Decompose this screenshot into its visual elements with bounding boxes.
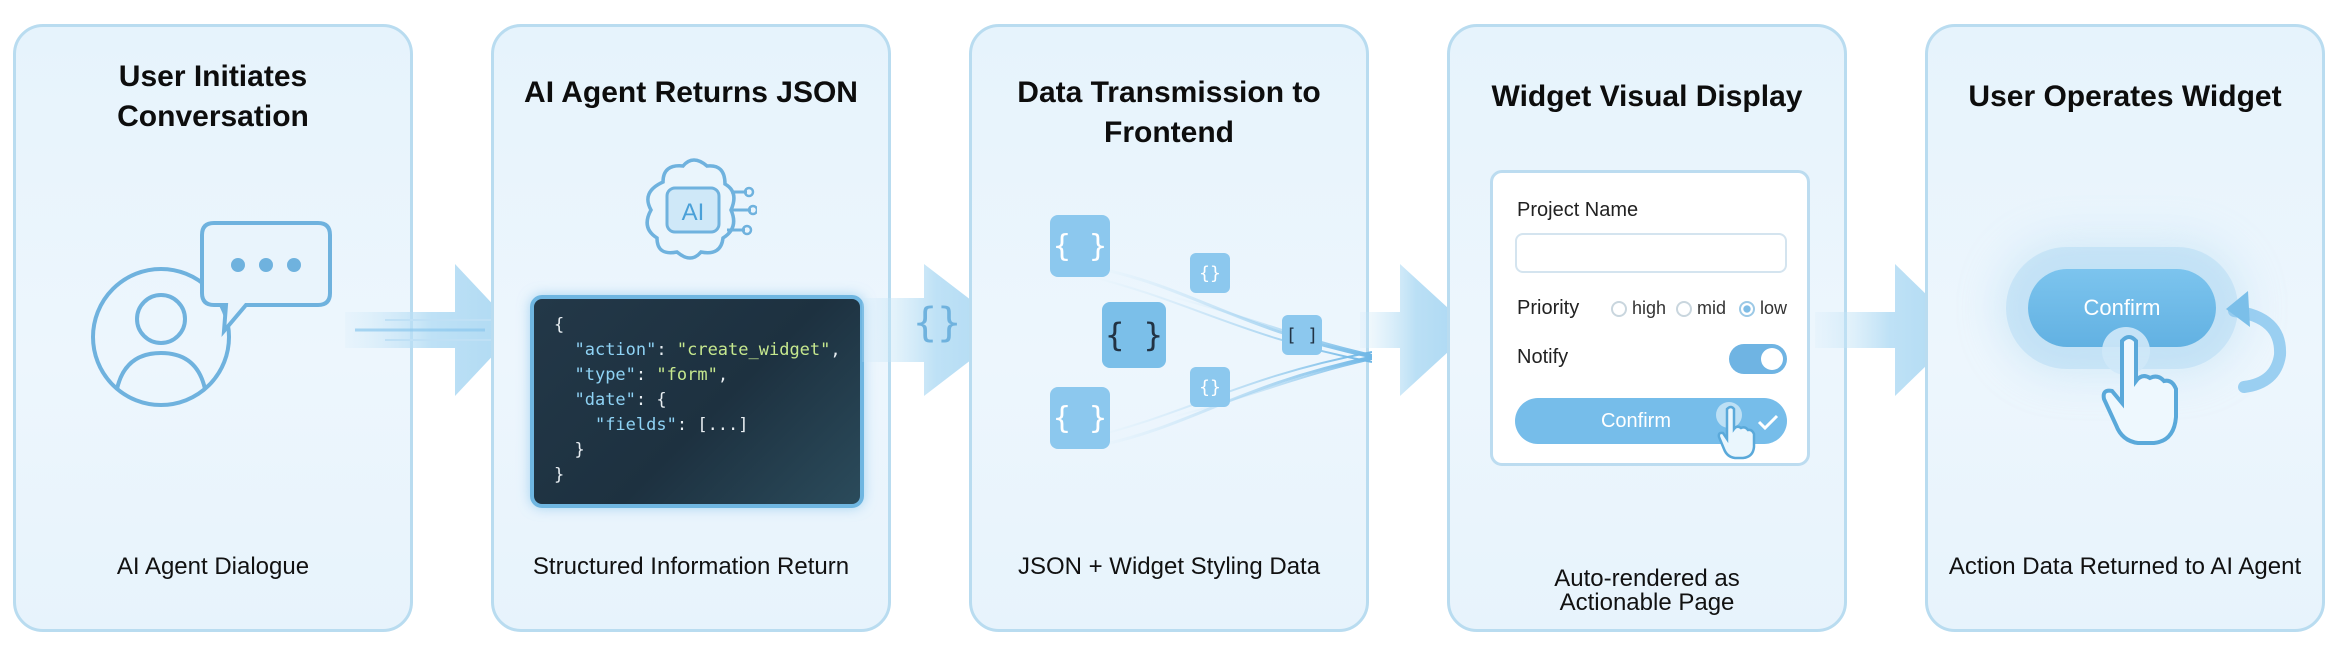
flow-arrow-1: [345, 264, 517, 396]
form-confirm-label: Confirm: [1600, 409, 1671, 432]
project-name-input[interactable]: [1515, 233, 1787, 273]
step-panel-2: AI Agent Returns JSON AI { "action": "cr…: [491, 24, 891, 632]
priority-option-high[interactable]: high: [1611, 298, 1666, 319]
notify-toggle[interactable]: [1729, 344, 1787, 374]
hand-pointer-icon: [1716, 402, 1756, 460]
chat-bubble-icon: [200, 221, 332, 338]
json-code-block: { "action": "create_widget", "type": "fo…: [530, 295, 864, 508]
priority-option-mid[interactable]: mid: [1676, 298, 1726, 319]
form-confirm-button[interactable]: Confirm: [1515, 398, 1787, 444]
code-action-key: "action": [574, 340, 657, 360]
priority-option-low[interactable]: low: [1739, 298, 1787, 319]
small-bracket-middle: [ ]: [1282, 315, 1322, 355]
code-fields-key: "fields": [594, 415, 677, 435]
step-panel-5: User Operates Widget Confirm Action Data…: [1925, 24, 2325, 632]
code-close: }: [554, 465, 565, 485]
step-4-caption: Auto-rendered as Actionable Page: [1554, 565, 1740, 616]
checkmark-icon: [1757, 414, 1779, 431]
radio-icon: [1676, 300, 1692, 317]
flow-arrow-3: [1360, 264, 1472, 396]
step-3-title: Data Transmission to Frontend: [1017, 76, 1321, 149]
project-name-label: Project Name: [1517, 199, 1639, 221]
small-brace-top: {}: [1190, 253, 1230, 293]
small-brace-bottom: {}: [1190, 367, 1230, 407]
brace-block-middle: { }: [1102, 302, 1166, 368]
step-1-title: User Initiates Conversation: [117, 60, 309, 133]
hand-pointer-icon: [2101, 327, 2178, 445]
radio-selected-icon: [1739, 300, 1755, 317]
user-icon: [91, 267, 231, 407]
brace-block-bottom: { }: [1050, 387, 1110, 449]
operate-confirm-label: Confirm: [2083, 295, 2161, 320]
widget-form-card: Project Name Priority high mid low Notif…: [1490, 170, 1810, 466]
step-3-caption: JSON + Widget Styling Data: [1017, 553, 1321, 580]
step-2-title: AI Agent Returns JSON: [524, 76, 858, 109]
brace-block-top: { }: [1050, 215, 1110, 277]
step-5-caption: Action Data Returned to AI Agent: [1948, 553, 2302, 580]
priority-high-label: high: [1632, 298, 1667, 318]
step-4-title: Widget Visual Display: [1491, 80, 1803, 113]
code-action-value: "create_widget": [676, 340, 831, 360]
code-type-value: "form": [656, 365, 718, 385]
step-panel-4: Widget Visual Display Project Name Prior…: [1447, 24, 1847, 632]
step-5-title: User Operates Widget: [1968, 80, 2282, 113]
notify-label: Notify: [1517, 346, 1569, 368]
step-1-caption: AI Agent Dialogue: [116, 553, 310, 580]
refresh-arrow-icon: [2226, 291, 2287, 393]
ai-brain-icon: AI: [645, 158, 757, 260]
code-date-key: "date": [574, 390, 636, 410]
step-panel-3: Data Transmission to Frontend { } { } { …: [969, 24, 1372, 632]
code-close-inner: }: [574, 440, 585, 460]
code-fields-value: [...]: [697, 415, 749, 435]
code-type-key: "type": [574, 365, 636, 385]
flow-arrow-2: [862, 264, 1010, 396]
priority-low-label: low: [1760, 298, 1788, 318]
ai-badge-label: AI: [682, 199, 705, 226]
priority-label: Priority: [1517, 297, 1580, 319]
code-open: {: [554, 315, 565, 335]
arrow-brace-label: {}: [913, 300, 962, 346]
radio-icon: [1611, 300, 1627, 317]
step-2-caption: Structured Information Return: [532, 553, 850, 580]
priority-mid-label: mid: [1697, 298, 1727, 318]
